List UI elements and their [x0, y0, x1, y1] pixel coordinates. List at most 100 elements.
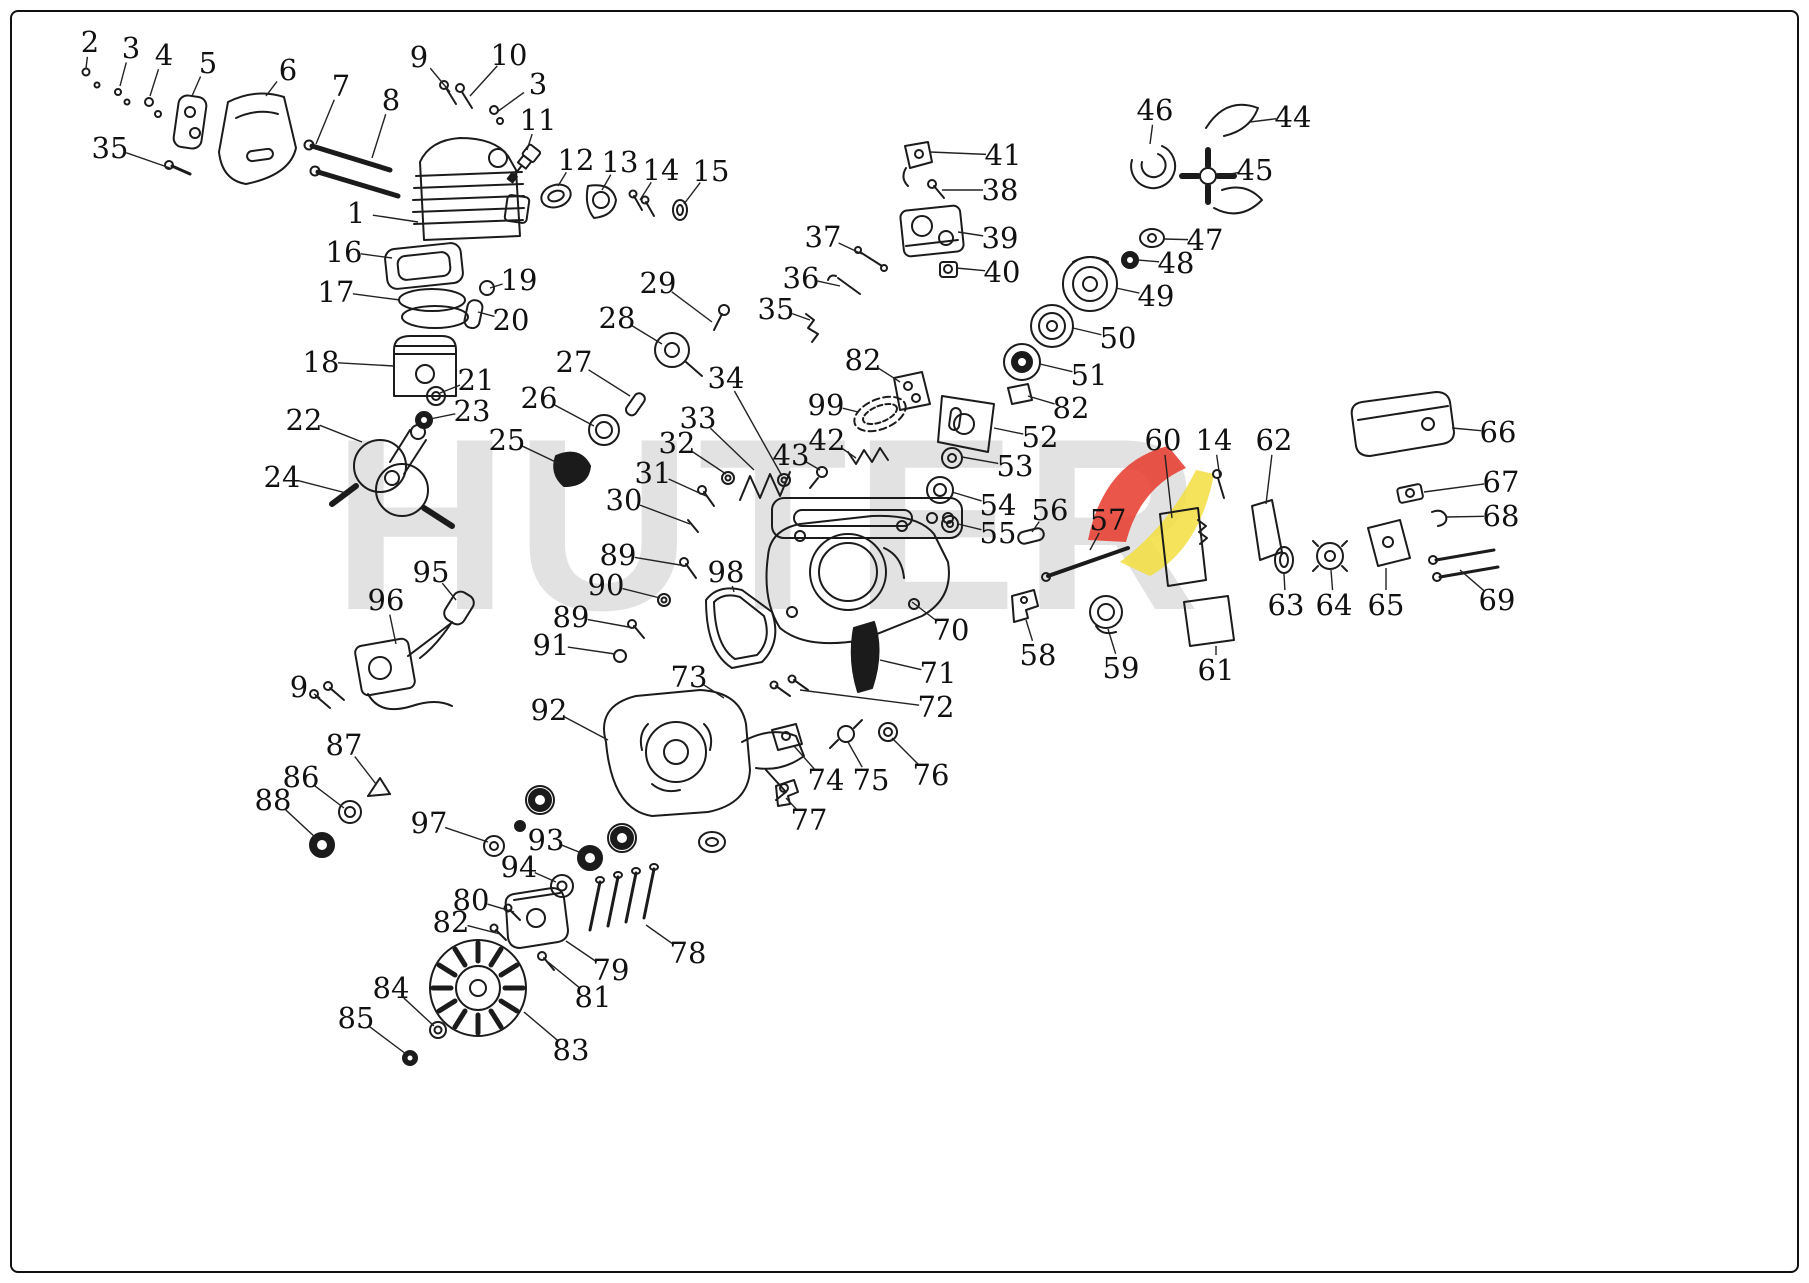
part-switch-screws	[309, 681, 345, 709]
callout-leader-line	[1459, 569, 1485, 592]
callout-leader-line	[467, 924, 501, 935]
part-number-label: 98	[708, 555, 745, 589]
callout-leader-line	[439, 384, 461, 394]
callout-leader-line	[841, 447, 857, 459]
part-piston	[393, 335, 457, 397]
part-number-label: 46	[1137, 93, 1174, 127]
part-number-label: 22	[286, 403, 323, 437]
callout-leader-line	[496, 91, 525, 113]
part-number-label: 76	[913, 758, 950, 792]
part-number-label: 66	[1480, 415, 1517, 449]
callout-leader-line	[85, 56, 89, 69]
part-number-label: 5	[199, 46, 217, 80]
callout-leader-line	[1423, 483, 1485, 493]
callout-leader-line	[429, 413, 456, 420]
callout-leader-line	[441, 582, 457, 601]
part-number-label: 27	[556, 345, 593, 379]
callout-leader-line	[149, 68, 160, 97]
callout-leader-line	[639, 181, 652, 201]
part-number-label: 48	[1158, 246, 1195, 280]
part-number-label: 93	[528, 823, 565, 857]
part-number-label: 79	[593, 953, 630, 987]
callout-leader-line	[805, 461, 821, 471]
callout-leader-line	[567, 646, 616, 655]
callout-leader-line	[961, 456, 999, 465]
part-muffler-gasket	[172, 94, 208, 150]
part-number-label: 51	[1071, 358, 1108, 392]
part-throttle-trigger	[771, 719, 898, 807]
callout-leader-line	[191, 76, 202, 97]
part-oil-cap	[1089, 595, 1123, 635]
part-number-label: 81	[575, 980, 612, 1014]
callout-leader-line	[352, 293, 401, 301]
part-clutch-drum	[1030, 304, 1074, 348]
part-spike-plate	[1159, 469, 1225, 587]
part-number-label: 85	[338, 1001, 375, 1035]
callout-leader-line	[951, 491, 982, 502]
callout-leader-line	[817, 280, 841, 287]
callout-leader-line	[1215, 454, 1221, 479]
part-oil-pump-cluster	[553, 304, 730, 487]
part-gasket-plate	[1251, 499, 1283, 561]
part-number-label: 57	[1090, 503, 1127, 537]
part-number-label: 21	[458, 363, 495, 397]
callout-leader-line	[487, 903, 515, 913]
part-intake-screws	[628, 189, 688, 221]
part-number-label: 3	[529, 67, 547, 101]
callout-leader-line	[522, 445, 561, 465]
callout-leader-line	[265, 81, 278, 97]
callout-leader-line	[1164, 454, 1173, 519]
part-number-label: 97	[411, 806, 448, 840]
callout-leader-line	[1283, 573, 1286, 591]
part-plug-boot	[419, 590, 475, 659]
part-number-label: 99	[808, 388, 845, 422]
part-needle-bearing	[426, 386, 446, 406]
callout-leader-line	[372, 214, 419, 223]
callout-leader-line	[690, 450, 727, 475]
part-number-label: 43	[773, 438, 810, 472]
callout-leader-line	[1137, 259, 1160, 263]
part-number-label: 70	[933, 613, 970, 647]
callout-leader-line	[1445, 515, 1485, 518]
part-number-label: 12	[558, 143, 595, 177]
callout-leader-line	[565, 940, 598, 963]
part-number-label: 65	[1368, 588, 1405, 622]
part-number-label: 11	[520, 103, 557, 137]
callout-leader-line	[477, 311, 495, 318]
callout-leader-line	[791, 312, 811, 321]
callout-leader-line	[298, 479, 351, 495]
callout-leader-line	[1451, 427, 1482, 432]
part-number-label: 60	[1145, 423, 1182, 457]
part-fan-blades	[1205, 103, 1263, 215]
brand-watermark: HUTER	[332, 387, 1206, 661]
part-number-label: 42	[809, 423, 846, 457]
callout-leader-line	[957, 523, 982, 531]
part-number-label: 35	[758, 292, 795, 326]
part-number-label: 19	[501, 263, 538, 297]
part-bar-nut	[1396, 483, 1424, 504]
part-number-label: 20	[493, 303, 530, 337]
callout-leader-line	[683, 182, 701, 205]
part-brake-band	[893, 371, 931, 411]
callout-leader-line	[314, 785, 345, 809]
part-number-label: 9	[290, 670, 308, 704]
part-guide-plate	[937, 395, 995, 453]
part-number-label: 61	[1198, 653, 1235, 687]
part-clutch-cover	[1350, 391, 1455, 457]
part-starter-housing	[603, 689, 751, 817]
part-number-label: 4	[155, 38, 173, 72]
callout-leader-line	[444, 826, 489, 843]
callout-leader-line	[631, 324, 663, 345]
part-number-label: 40	[984, 255, 1021, 289]
part-number-label: 41	[985, 138, 1022, 172]
callout-leader-line	[929, 151, 987, 156]
part-bumper	[1274, 519, 1411, 574]
part-number-label: 8	[382, 83, 400, 117]
logo-swoosh-yellow	[1120, 470, 1214, 576]
callout-leader-line	[315, 99, 335, 145]
callout-leader-line	[911, 601, 938, 622]
part-number-label: 2	[81, 25, 99, 59]
part-number-label: 44	[1275, 100, 1312, 134]
part-rewind-spring	[1130, 145, 1177, 190]
